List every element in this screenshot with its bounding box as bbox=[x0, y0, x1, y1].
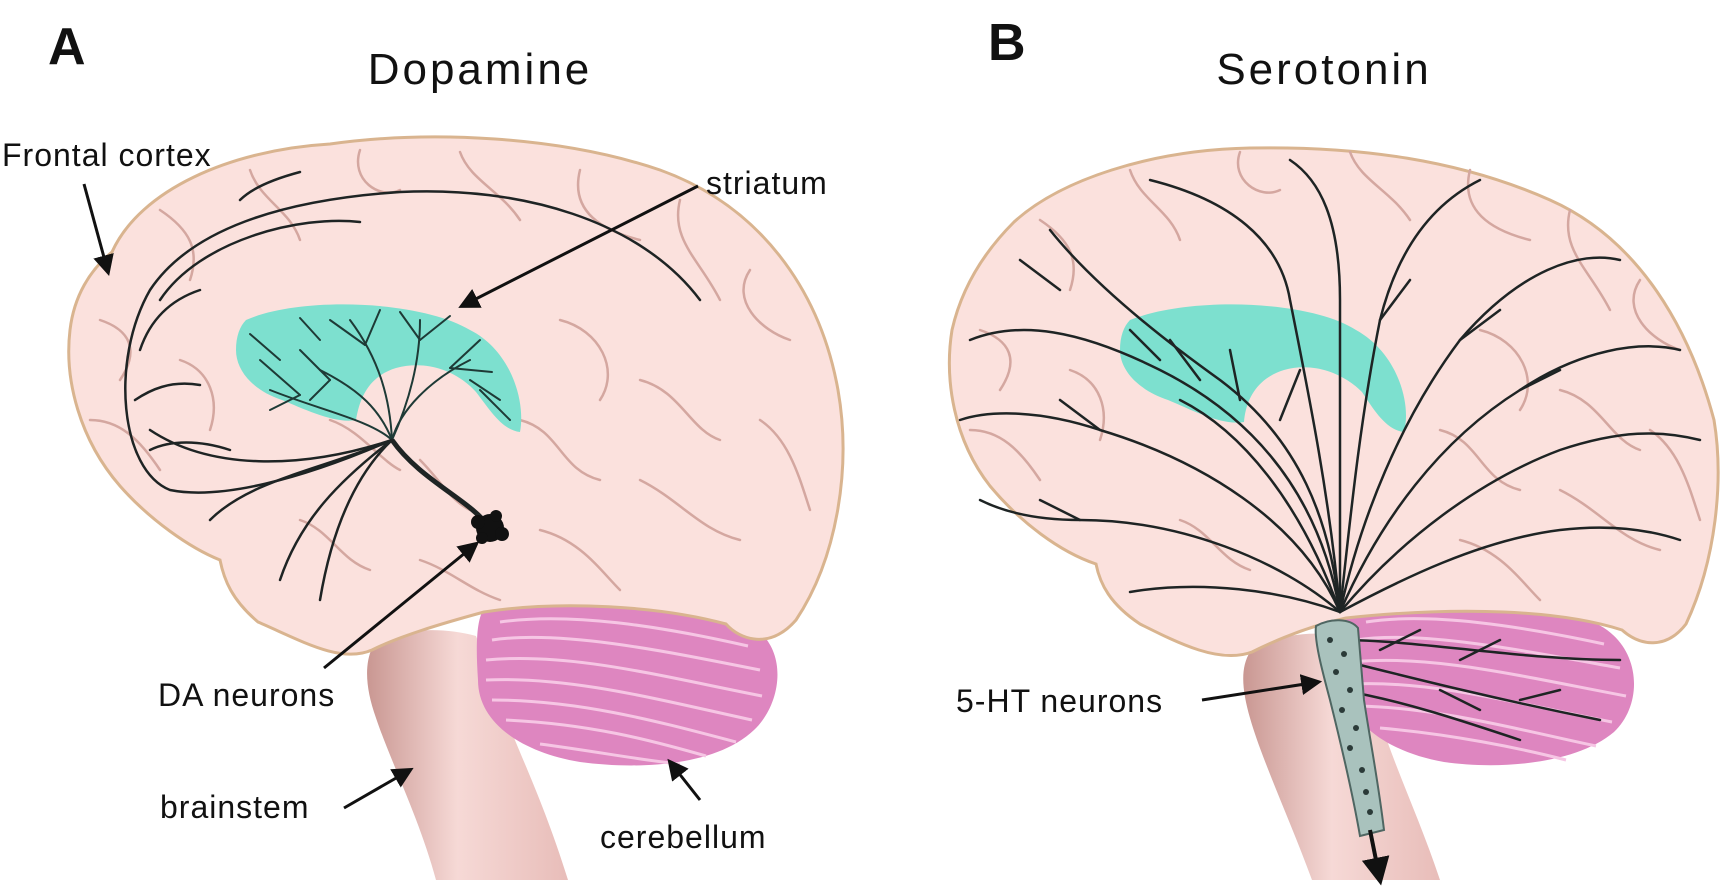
da-neurons-arrow bbox=[323, 541, 480, 670]
cerebellum-label: cerebellum bbox=[600, 819, 767, 855]
panel-b: B Serotonin bbox=[947, 14, 1720, 886]
brainstem-shape-a bbox=[367, 630, 568, 880]
panel-a-letter: A bbox=[48, 18, 86, 76]
panel-b-title: Serotonin bbox=[1216, 45, 1431, 94]
cerebellum-a bbox=[476, 602, 778, 766]
cerebrum-a bbox=[67, 135, 845, 656]
cerebellum-arrow bbox=[667, 758, 702, 801]
serotonin-fibers-b bbox=[958, 158, 1702, 742]
striatum-a bbox=[236, 304, 522, 432]
frontal-cortex-arrow bbox=[82, 183, 114, 277]
cerebrum-b bbox=[947, 146, 1720, 657]
ht-neurons-label: 5-HT neurons bbox=[956, 683, 1163, 719]
da-neuron-cluster bbox=[471, 510, 509, 544]
raphe-dots bbox=[1327, 637, 1373, 815]
striatum-dendrites-a bbox=[249, 309, 511, 441]
brainstem-shape-b bbox=[1243, 633, 1440, 880]
frontal-cortex-label: Frontal cortex bbox=[2, 137, 212, 173]
da-neurons-label: DA neurons bbox=[158, 677, 335, 713]
striatum-arrow bbox=[458, 184, 699, 308]
cerebellum-b bbox=[1342, 604, 1635, 766]
striatum-b bbox=[1120, 304, 1406, 432]
dopamine-fibers-a bbox=[124, 170, 702, 602]
brainstem-label: brainstem bbox=[160, 789, 310, 825]
ht-neurons-arrow bbox=[1201, 674, 1323, 702]
panel-b-letter: B bbox=[988, 14, 1026, 72]
panel-a-title: Dopamine bbox=[368, 45, 593, 94]
striatum-label: striatum bbox=[706, 165, 828, 201]
panel-a: A Dopamine bbox=[2, 18, 845, 880]
brainstem-arrow bbox=[343, 767, 414, 810]
descending-projection-arrow bbox=[1361, 829, 1390, 886]
